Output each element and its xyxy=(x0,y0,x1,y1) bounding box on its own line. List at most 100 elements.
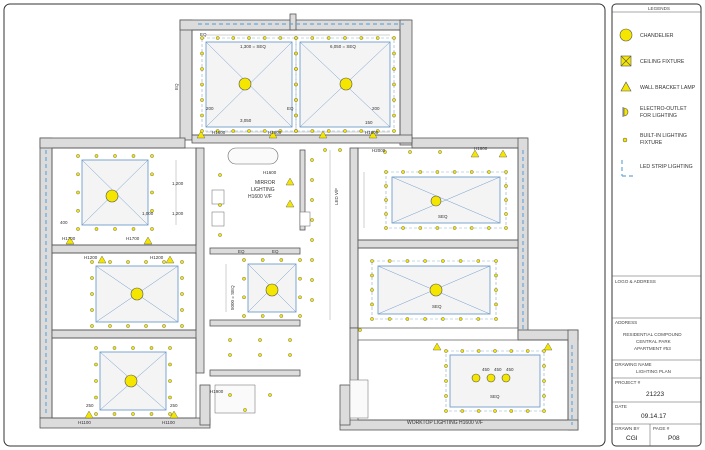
built-in-lighting-icon xyxy=(423,259,427,263)
chandelier-icon xyxy=(430,195,442,207)
wall-bracket-lamp-icon xyxy=(543,342,553,351)
built-in-lighting-icon xyxy=(387,259,392,263)
seq-label: SEQ xyxy=(432,304,442,309)
wall-bracket-lamp-icon xyxy=(285,177,295,186)
led-vertical-label: LED V/F xyxy=(334,188,339,205)
address-line: CENTRAL PARK xyxy=(636,339,672,344)
built-in-lighting-icon xyxy=(392,36,396,40)
built-in-lighting-icon xyxy=(384,184,388,188)
built-in-lighting-icon xyxy=(392,113,396,118)
title-block: LOGO & ADDRESS ADDRESS RESIDENTIAL COMPO… xyxy=(612,275,701,446)
built-in-lighting-icon xyxy=(279,258,284,262)
built-in-lighting-icon xyxy=(359,36,364,40)
bathtub xyxy=(227,147,279,165)
built-in-lighting-icon xyxy=(200,113,204,118)
built-in-lighting-icon xyxy=(294,82,298,87)
built-in-lighting-icon xyxy=(218,233,222,237)
dimension-label: 1,200 xyxy=(172,181,184,186)
built-in-lighting-icon xyxy=(247,129,251,133)
built-in-lighting-icon xyxy=(150,190,154,195)
vertical-dimension-label: 5000 = SEQ xyxy=(230,285,235,310)
built-in-lighting-icon xyxy=(310,298,314,302)
built-in-lighting-icon xyxy=(298,314,302,318)
chandelier-icon xyxy=(429,283,443,297)
chandelier-icon xyxy=(265,283,279,297)
built-in-lighting-icon xyxy=(294,113,298,118)
built-in-lighting-icon xyxy=(525,409,530,413)
built-in-lighting-icon xyxy=(149,412,154,416)
mirror-lighting-label: LIGHTING xyxy=(251,187,275,193)
wall-bracket-lamp-icon xyxy=(368,130,378,139)
eq-label: EQ xyxy=(272,249,279,254)
built-in-lighting-icon xyxy=(476,349,481,353)
wall-bracket-lamp-icon xyxy=(65,236,75,245)
built-in-lighting-icon xyxy=(113,154,117,158)
wall-bracket-lamp-icon xyxy=(84,410,94,419)
built-in-lighting-icon xyxy=(298,276,302,281)
dimension-label: 250 xyxy=(86,403,94,408)
legend-label: FOR LIGHTING xyxy=(640,113,677,119)
chandelier-icon xyxy=(486,373,496,383)
built-in-lighting-icon xyxy=(401,226,405,230)
built-in-lighting-icon xyxy=(294,98,298,102)
built-in-lighting-icon xyxy=(200,51,204,56)
mounting-height-label: H1600 xyxy=(212,130,226,135)
page-number-label: PAGE # xyxy=(653,426,670,431)
built-in-lighting-icon xyxy=(150,172,154,177)
built-in-lighting-icon xyxy=(180,292,184,296)
mounting-height-label: H1200 xyxy=(150,255,164,260)
logo-address-label: LOGO & ADDRESS xyxy=(615,279,656,284)
mounting-height-label: H1900 xyxy=(210,389,224,394)
built-in-lighting-icon xyxy=(113,227,117,231)
built-in-lighting-icon xyxy=(405,317,410,321)
wall-bracket-lamp-icon xyxy=(143,236,153,245)
built-in-lighting-icon xyxy=(76,208,80,213)
built-in-lighting-icon xyxy=(76,154,80,158)
built-in-lighting-icon xyxy=(294,67,298,71)
built-in-lighting-icon xyxy=(215,36,220,40)
built-in-lighting-icon xyxy=(242,314,246,318)
built-in-lighting-icon xyxy=(262,129,267,133)
built-in-lighting-icon xyxy=(262,36,267,40)
mounting-height-label: H1100 xyxy=(162,420,175,425)
built-in-lighting-icon xyxy=(168,379,172,383)
mounting-height-label: H1100 xyxy=(78,420,91,425)
ceiling-panel-kitchen xyxy=(445,350,545,412)
mounting-height-label: H1600 xyxy=(268,130,282,135)
built-in-lighting-icon xyxy=(494,302,498,307)
built-in-lighting-icon xyxy=(76,172,80,177)
built-in-lighting-icon xyxy=(149,346,154,350)
address-line: RESIDENTIAL COMPOUND xyxy=(623,332,682,337)
built-in-lighting-icon xyxy=(294,129,298,133)
built-in-lighting-icon xyxy=(310,278,314,282)
utility-cabinet xyxy=(214,384,256,414)
electro-outlet-icon xyxy=(622,107,629,117)
built-in-lighting-icon xyxy=(401,170,405,174)
built-in-lighting-icon xyxy=(310,158,314,162)
built-in-lighting-icon xyxy=(504,212,508,216)
drawn-by-label: DRAWN BY xyxy=(615,426,640,431)
wall-bracket-lamp-icon xyxy=(97,255,107,264)
built-in-lighting-icon xyxy=(504,226,508,230)
built-in-lighting-icon xyxy=(162,324,166,328)
built-in-lighting-icon xyxy=(423,317,427,321)
built-in-lighting-icon xyxy=(258,353,262,357)
built-in-lighting-icon xyxy=(200,129,204,133)
legend-label: ELECTRO-OUTLET xyxy=(640,106,688,112)
kitchen-counter xyxy=(349,379,369,419)
built-in-lighting-icon xyxy=(279,314,284,318)
legend-label: WALL BRACKET LAMP xyxy=(640,85,696,91)
built-in-lighting-icon xyxy=(131,346,135,350)
built-in-lighting-icon xyxy=(438,150,442,154)
built-in-lighting-icon xyxy=(542,379,546,383)
built-in-lighting-icon xyxy=(200,82,204,87)
built-in-lighting-icon xyxy=(323,148,327,152)
built-in-lighting-icon xyxy=(504,170,508,174)
built-in-lighting-icon xyxy=(228,353,232,357)
eq-label: EQ xyxy=(174,83,179,90)
built-in-lighting-icon xyxy=(200,67,204,71)
eq-label: EQ xyxy=(287,106,294,111)
built-in-lighting-icon xyxy=(384,198,388,202)
mirror-lighting-label: H1600 V/F xyxy=(248,194,272,200)
